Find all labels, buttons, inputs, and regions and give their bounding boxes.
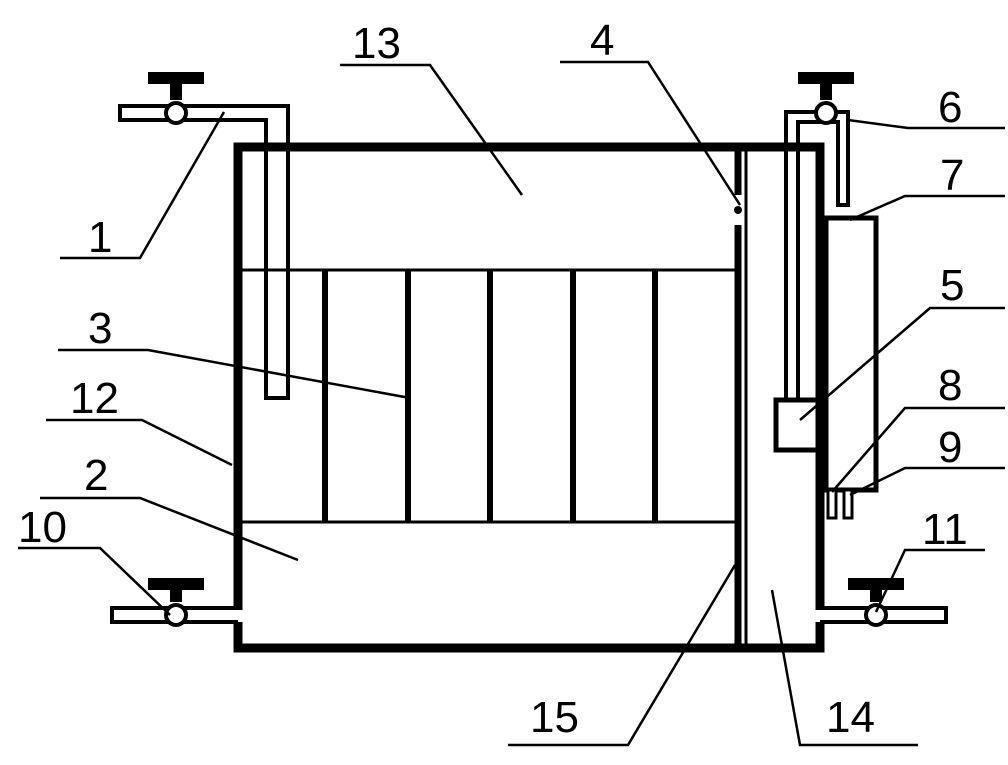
- label-8: 8: [938, 361, 962, 410]
- leader-lines: [18, 60, 1005, 747]
- leader-1: [60, 111, 226, 260]
- leader-14: [770, 589, 918, 747]
- leader-7: [849, 194, 1005, 222]
- label-6: 6: [938, 83, 962, 132]
- label-9: 9: [938, 423, 962, 472]
- right-top-valve: [798, 72, 854, 125]
- leader-11: [874, 548, 985, 613]
- label-4: 4: [590, 16, 614, 65]
- left-drain-valve: [148, 578, 204, 627]
- leader-5: [799, 306, 1005, 421]
- right-sampling-pipe: [784, 110, 850, 400]
- leader-13: [340, 63, 524, 196]
- leader-8: [831, 406, 1005, 493]
- leader-2: [40, 496, 299, 562]
- leader-3: [58, 348, 411, 400]
- label-15: 15: [530, 693, 579, 742]
- leader-4: [560, 60, 742, 206]
- partition-orifice: [734, 206, 742, 214]
- label-1: 1: [88, 213, 112, 262]
- sensor-box: [773, 397, 821, 453]
- leader-12: [46, 418, 233, 467]
- label-7: 7: [940, 151, 964, 200]
- main-tank-outline: [233, 142, 825, 610]
- label-12: 12: [70, 374, 119, 423]
- label-13: 13: [352, 19, 401, 68]
- leader-10: [18, 546, 171, 616]
- leader-9: [849, 466, 1005, 497]
- leader-6: [847, 118, 1005, 130]
- bottom-ports: [826, 488, 854, 520]
- leader-15: [508, 564, 737, 747]
- electrode-plates: [322, 270, 658, 522]
- tank-bottom-left-step: [233, 622, 825, 653]
- label-10: 10: [18, 503, 67, 552]
- right-drain-valve: [848, 578, 904, 627]
- label-14: 14: [826, 693, 875, 742]
- label-5: 5: [940, 261, 964, 310]
- left-inlet-valve: [148, 72, 204, 125]
- label-3: 3: [88, 304, 112, 353]
- label-11: 11: [922, 505, 968, 554]
- left-inlet-pipe: [118, 104, 290, 400]
- label-2: 2: [84, 451, 108, 500]
